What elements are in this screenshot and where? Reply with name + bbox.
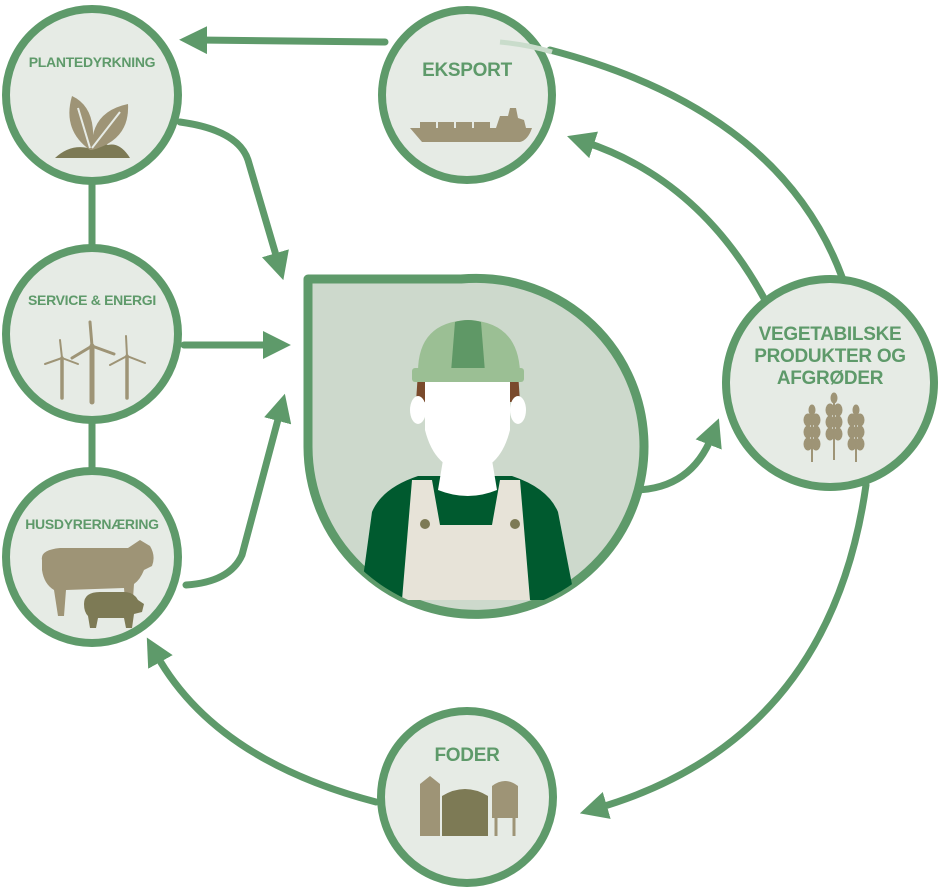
vegetabilske-label-line-1: VEGETABILSKE xyxy=(758,324,902,345)
eksport-circle xyxy=(378,6,556,184)
vegetabilske-to-eksport-arrow xyxy=(567,131,769,304)
center-drop xyxy=(303,273,649,619)
silo-icon xyxy=(420,776,518,836)
farmer-icon xyxy=(360,320,575,600)
husdyrernaering-label: HUSDYRERNÆRING xyxy=(25,516,159,532)
ship-icon xyxy=(410,108,532,142)
vegetabilske-circle xyxy=(722,275,938,491)
foder-to-husdyr-arrow xyxy=(146,637,380,806)
eksport-vegetabilske-outer-line xyxy=(546,46,846,281)
leaves-icon xyxy=(55,96,130,158)
plante-to-center-arrow xyxy=(176,118,289,281)
connectors xyxy=(88,26,870,819)
eksport-to-plante-arrow xyxy=(179,26,389,55)
pig-icon xyxy=(84,592,144,628)
vegetabilske-label: VEGETABILSKE PRODUKTER OG AFGRØDER xyxy=(745,324,915,390)
plantedyrkning-label: PLANTEDYRKNING xyxy=(28,54,156,70)
vegetabilske-label-line-2: PRODUKTER OG xyxy=(754,345,906,367)
husdyr-to-center-arrow xyxy=(182,393,292,589)
plantedyrkning-circle xyxy=(2,5,182,185)
foder-label: FODER xyxy=(434,745,500,766)
service-energi-label: SERVICE & ENERGI xyxy=(28,292,156,308)
cow-pig-icon xyxy=(41,540,154,628)
vegetabilske-label-line-3: AFGRØDER xyxy=(776,367,884,389)
eksport-label: EKSPORT xyxy=(422,60,512,81)
wheat-icon xyxy=(803,392,865,462)
eksport-arc-highlight xyxy=(499,39,553,55)
vegetabilske-to-foder-arrow xyxy=(579,481,870,819)
wind-turbine-icon xyxy=(44,320,146,405)
